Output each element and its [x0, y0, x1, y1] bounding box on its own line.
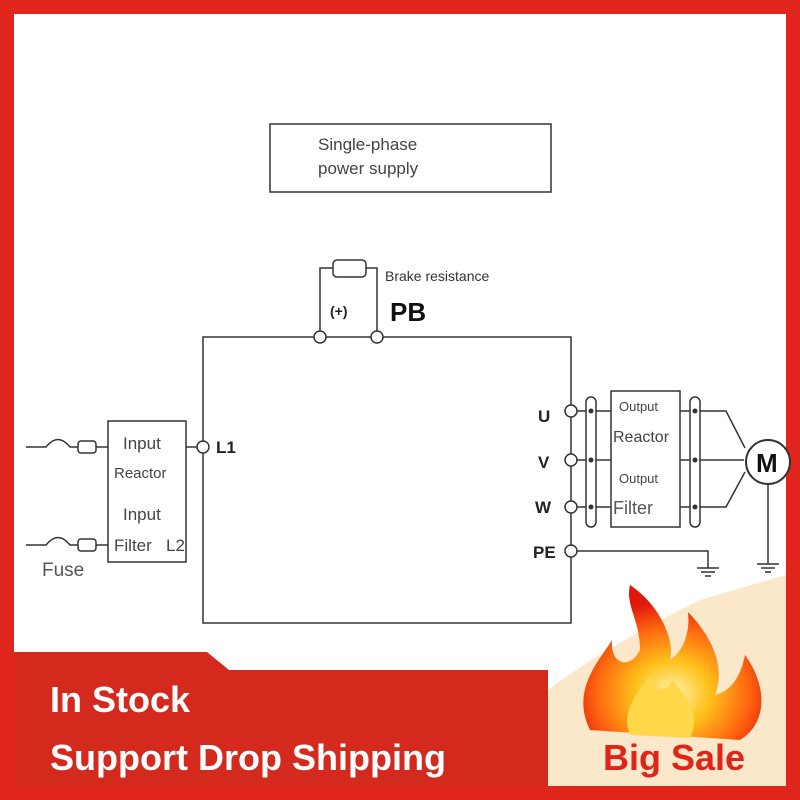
output-filter-line1: Output: [619, 471, 658, 486]
input-block: Input Reactor Input Filter L2: [107, 420, 187, 563]
ground-icon: [757, 563, 779, 573]
drop-shipping-text: Support Drop Shipping: [50, 737, 446, 778]
u-label: U: [538, 407, 550, 426]
l1-label: L1: [216, 438, 236, 457]
l2-label: L2: [166, 536, 185, 555]
drive-enclosure: [202, 336, 572, 624]
brake-label: Brake resistance: [385, 268, 489, 284]
plus-label: (+): [330, 303, 348, 319]
input-filter-line1: Input: [123, 505, 161, 524]
w-label: W: [535, 498, 552, 517]
input-wiring: [26, 438, 197, 552]
promo-banner: [14, 652, 548, 786]
brake-resistor: Brake resistance (+) PB: [313, 259, 489, 344]
v-label: V: [538, 453, 550, 472]
ground-icon: [697, 567, 719, 577]
flame-icon: [583, 585, 762, 740]
input-filter-line2: Filter: [114, 536, 152, 555]
output-reactor-line2: Reactor: [613, 429, 670, 446]
output-reactor-line1: Output: [619, 399, 658, 414]
output-filter-line2: Filter: [613, 498, 653, 518]
pb-label: PB: [390, 297, 426, 327]
pe-label: PE: [533, 543, 556, 562]
power-supply-label-line1: Single-phase: [318, 135, 417, 154]
motor-label: M: [756, 448, 778, 478]
output-terminals: U V W PE: [533, 407, 556, 562]
output-block: Output Reactor Output Filter: [610, 390, 681, 528]
input-reactor-line2: Reactor: [114, 465, 167, 482]
fuse-label: Fuse: [42, 560, 84, 581]
big-sale-text: Big Sale: [603, 737, 745, 778]
power-supply-box: Single-phase power supply: [269, 123, 552, 193]
motor-symbol: M: [745, 439, 791, 485]
input-reactor-line1: Input: [123, 434, 161, 453]
power-supply-label-line2: power supply: [318, 159, 419, 178]
l1-terminal: [196, 440, 210, 454]
in-stock-text: In Stock: [50, 679, 191, 720]
